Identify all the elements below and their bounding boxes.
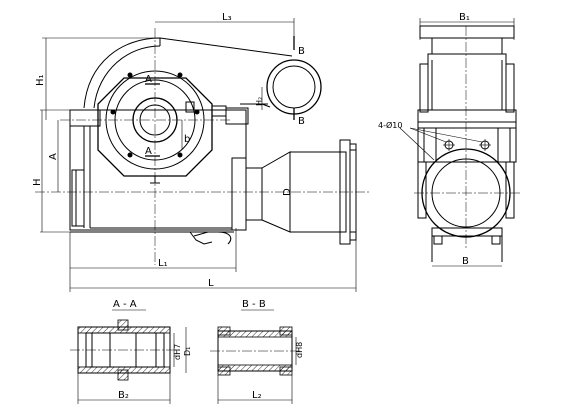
dimension-b: b (184, 134, 190, 145)
hole-callout: 4-Ø10 (378, 120, 402, 130)
outlet-flange-circle (266, 59, 322, 115)
section-mark-b-bottom: B (298, 116, 305, 127)
section-mark-a-bottom: A (145, 146, 152, 157)
dimension-l1: L₁ (158, 258, 168, 269)
dimension-dh7: dH7 (173, 344, 182, 360)
dimension-a: A (48, 153, 59, 160)
dimension-h2: H₂ (255, 97, 264, 106)
dimension-d1: D₁ (183, 347, 192, 356)
dimension-dh8: dH8 (295, 342, 304, 358)
section-mark-a-top: A (145, 74, 152, 85)
dimension-h: H (32, 178, 43, 186)
section-b-b: B - B dH8 L₂ (210, 299, 304, 404)
section-bb-title: B - B (242, 299, 266, 310)
section-aa-title: A - A (113, 299, 137, 310)
section-mark-b-top: B (298, 46, 305, 57)
bearing-housing (97, 77, 213, 177)
dimension-l: L (208, 278, 214, 289)
dimension-b-side: B (462, 256, 469, 267)
dimension-l3: L₃ (222, 12, 232, 23)
front-view: A A B B L₃ H₁ A H H₂ b D (32, 12, 370, 292)
dimension-b2: B₂ (118, 390, 129, 401)
dimension-d: D (282, 188, 293, 196)
dimension-l2: L₂ (252, 390, 262, 401)
dimension-h1: H₁ (35, 74, 46, 86)
section-a-a: A - A dH7 D₁ B₂ (70, 299, 192, 404)
side-view: B₁ 4-Ø10 (378, 12, 520, 267)
dimension-b1: B₁ (459, 12, 470, 23)
housing-body (69, 109, 247, 231)
